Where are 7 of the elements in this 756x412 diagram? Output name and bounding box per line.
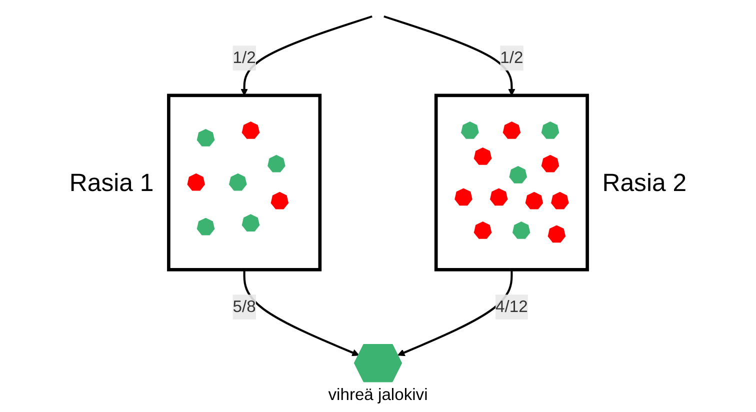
caption-text: Rasia 1: [69, 168, 154, 197]
arrow: [384, 15, 516, 96]
arrow: [398, 270, 513, 356]
caption-text: vihreä jalokivi: [328, 384, 428, 404]
arrow: [240, 15, 372, 96]
arrow: [243, 270, 360, 356]
caption-text: Rasia 2: [602, 168, 687, 197]
